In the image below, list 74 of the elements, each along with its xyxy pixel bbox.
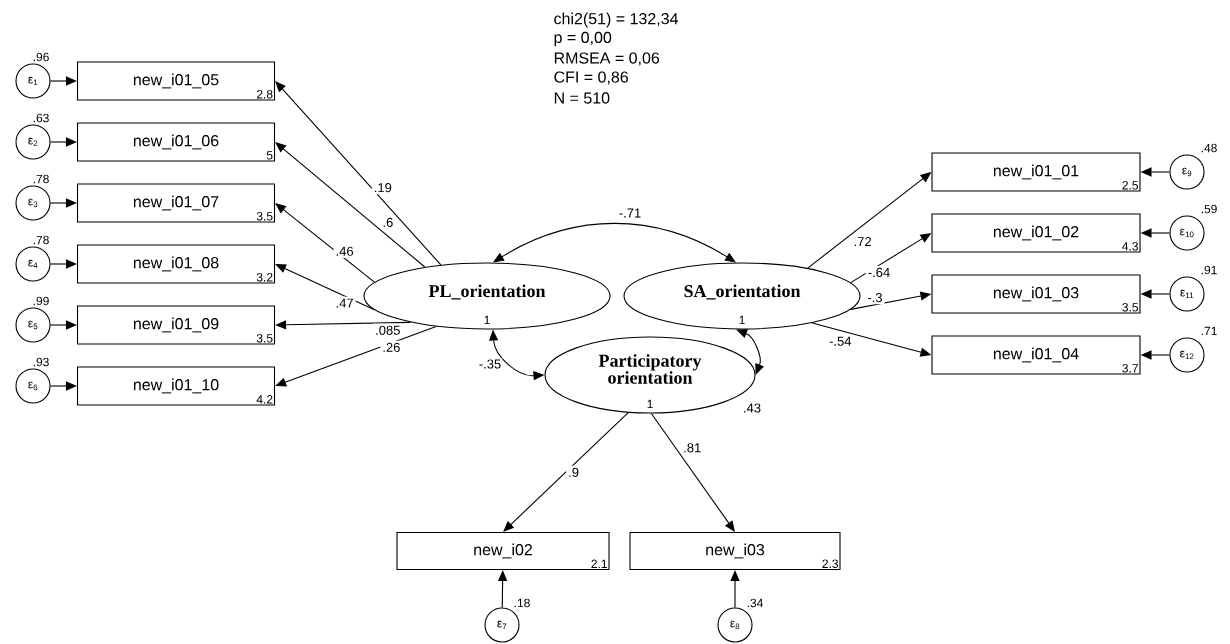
arrow	[730, 570, 740, 608]
variance-value: .78	[33, 174, 49, 184]
intercept-value: 2.3	[822, 559, 838, 568]
arrow	[275, 264, 375, 311]
edge-label: .72	[851, 235, 874, 249]
intercept-value: 3.2	[256, 273, 273, 282]
indicator-box: new_i01_06 5	[76, 122, 276, 162]
edge-label: -.35	[477, 358, 503, 370]
arrow	[50, 137, 77, 147]
variance-value: .99	[33, 296, 49, 306]
arrow	[275, 203, 375, 283]
variance-value: .59	[1201, 204, 1217, 214]
variance-value: .34	[747, 598, 763, 608]
indicator-box: new_i01_04 3.7	[931, 335, 1141, 375]
arrow	[50, 259, 77, 269]
indicator-box: new_i01_08 3.2	[76, 244, 276, 284]
edge-label: .26	[380, 340, 403, 354]
fit-statistic: CFI = 0,86	[554, 71, 628, 85]
indicator-box: new_i03 2.3	[629, 531, 841, 571]
intercept-value: 3.5	[1122, 303, 1138, 312]
edge-label: -.54	[827, 334, 854, 348]
indicator-box: new_i01_10 4.2	[76, 366, 276, 406]
edge-label: .19	[371, 181, 394, 195]
covariance-arrow	[736, 329, 764, 375]
variance-value: .91	[1201, 265, 1217, 275]
arrow	[50, 198, 77, 208]
edge-label: -.71	[617, 207, 643, 219]
intercept-value: 4.3	[1122, 242, 1138, 251]
intercept-value: 3.5	[256, 334, 273, 343]
variance-value: 1	[484, 315, 490, 325]
arrow	[275, 81, 442, 266]
indicator-box: new_i01_05 2.8	[76, 61, 276, 101]
edge-label: -.3	[865, 291, 885, 305]
fit-statistic: chi2(51) = 132,34	[554, 12, 679, 28]
intercept-value: 3.7	[1122, 364, 1138, 373]
variance-value: .18	[514, 598, 530, 608]
intercept-value: 3.5	[256, 212, 273, 221]
fit-statistic: RMSEA = 0,06	[554, 52, 660, 66]
arrow	[275, 320, 412, 330]
intercept-value: 2.8	[256, 90, 273, 99]
variance-value: .48	[1201, 143, 1217, 153]
edge-label: .9	[566, 465, 581, 479]
arrow	[650, 413, 735, 532]
edge-label: -.64	[865, 265, 893, 279]
indicator-box: new_i02 2.1	[396, 531, 610, 571]
indicator-box: new_i01_01 2.5	[931, 152, 1141, 192]
fit-statistic: N = 510	[554, 92, 610, 104]
edge-label: .085	[373, 323, 403, 337]
arrow	[50, 76, 77, 86]
arrow	[503, 412, 629, 532]
edge-label: .47	[333, 296, 356, 310]
edge-label: .81	[681, 441, 704, 455]
variance-value: .96	[33, 52, 49, 62]
variance-value: .93	[33, 357, 49, 367]
intercept-value: 2.5	[1122, 181, 1138, 190]
arrow	[50, 381, 77, 391]
variance-value: 1	[647, 399, 653, 409]
variance-value: .63	[33, 113, 49, 123]
indicator-box: new_i01_09 3.5	[76, 305, 276, 345]
indicator-box: new_i01_07 3.5	[76, 183, 276, 223]
intercept-value: 2.1	[591, 559, 607, 568]
edge-label: .46	[333, 244, 356, 258]
edge-label: .6	[380, 215, 396, 229]
arrow	[50, 320, 77, 330]
indicator-box: new_i01_02 4.3	[931, 213, 1141, 253]
arrow	[275, 326, 437, 387]
intercept-value: 5	[266, 151, 273, 160]
intercept-value: 4.2	[256, 395, 273, 404]
variance-value: 1	[739, 315, 745, 325]
fit-statistic: p = 0,00	[554, 31, 612, 47]
variance-value: .71	[1201, 326, 1217, 336]
arrow	[275, 142, 426, 268]
variance-value: .78	[33, 235, 49, 245]
indicator-box: new_i01_03 3.5	[931, 274, 1141, 314]
